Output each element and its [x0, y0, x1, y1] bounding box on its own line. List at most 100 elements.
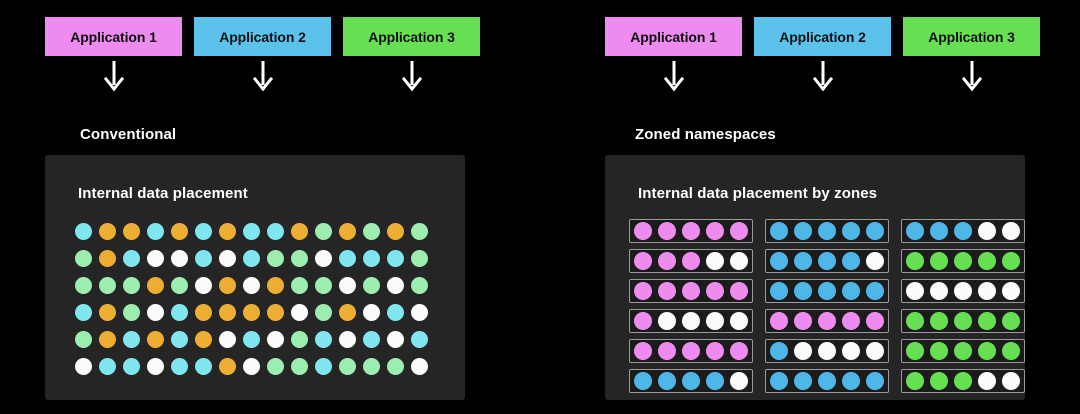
data-dot: [634, 222, 652, 240]
data-dot: [387, 223, 404, 240]
data-dot: [171, 358, 188, 375]
zone-box: [901, 309, 1025, 333]
arrow-cell-1: [605, 60, 742, 92]
data-dot: [267, 223, 284, 240]
zone-row: [629, 249, 1025, 273]
data-dot: [123, 277, 140, 294]
data-dot: [634, 282, 652, 300]
data-dot: [339, 304, 356, 321]
data-dot: [842, 222, 860, 240]
data-dot: [315, 331, 332, 348]
data-dot: [682, 252, 700, 270]
data-dot: [658, 372, 676, 390]
data-dot: [1002, 282, 1020, 300]
data-dot: [634, 342, 652, 360]
zone-box: [629, 339, 753, 363]
data-dot: [658, 312, 676, 330]
data-dot: [243, 250, 260, 267]
data-dot: [658, 252, 676, 270]
data-dot: [906, 282, 924, 300]
data-dot: [363, 358, 380, 375]
data-dot: [171, 304, 188, 321]
conventional-dot-grid: [75, 223, 428, 375]
data-dot: [99, 223, 116, 240]
data-dot: [954, 252, 972, 270]
arrows-conventional: [45, 60, 480, 92]
data-dot: [730, 222, 748, 240]
data-dot: [682, 342, 700, 360]
data-dot: [954, 312, 972, 330]
dot-row: [75, 250, 428, 267]
data-dot: [219, 250, 236, 267]
arrow-cell-3: [343, 60, 480, 92]
data-dot: [195, 358, 212, 375]
data-dot: [906, 312, 924, 330]
data-dot: [243, 358, 260, 375]
data-dot: [123, 304, 140, 321]
zone-box: [901, 219, 1025, 243]
data-dot: [730, 252, 748, 270]
data-dot: [842, 252, 860, 270]
data-dot: [195, 223, 212, 240]
data-dot: [906, 372, 924, 390]
data-dot: [634, 372, 652, 390]
app-box-2: Application 2: [754, 17, 891, 56]
zone-box: [629, 369, 753, 393]
data-dot: [219, 304, 236, 321]
dot-row: [75, 331, 428, 348]
data-dot: [954, 282, 972, 300]
data-dot: [866, 372, 884, 390]
data-dot: [706, 312, 724, 330]
data-dot: [1002, 222, 1020, 240]
data-dot: [75, 331, 92, 348]
zone-box: [765, 309, 889, 333]
data-dot: [219, 358, 236, 375]
data-dot: [219, 223, 236, 240]
data-dot: [794, 282, 812, 300]
data-dot: [243, 304, 260, 321]
data-dot: [291, 331, 308, 348]
data-dot: [243, 331, 260, 348]
data-dot: [1002, 372, 1020, 390]
arrow-cell-2: [194, 60, 331, 92]
data-dot: [818, 222, 836, 240]
data-dot: [930, 372, 948, 390]
zone-box: [629, 219, 753, 243]
data-dot: [411, 331, 428, 348]
data-dot: [75, 277, 92, 294]
data-dot: [123, 331, 140, 348]
data-dot: [291, 358, 308, 375]
data-dot: [243, 223, 260, 240]
app-box-3-label: Application 3: [368, 28, 455, 45]
data-dot: [842, 312, 860, 330]
data-dot: [147, 304, 164, 321]
data-dot: [267, 358, 284, 375]
data-dot: [930, 312, 948, 330]
data-dot: [387, 250, 404, 267]
data-dot: [978, 372, 996, 390]
data-dot: [339, 250, 356, 267]
data-dot: [818, 282, 836, 300]
data-dot: [387, 277, 404, 294]
zone-box: [901, 369, 1025, 393]
data-dot: [147, 223, 164, 240]
panel-zoned-namespaces: Application 1 Application 2 Application …: [540, 0, 1080, 414]
data-dot: [794, 252, 812, 270]
data-dot: [411, 358, 428, 375]
application-boxes-zoned: Application 1 Application 2 Application …: [605, 17, 1040, 56]
app-box-1-label: Application 1: [70, 28, 157, 45]
zone-row: [629, 279, 1025, 303]
data-dot: [363, 331, 380, 348]
dot-row: [75, 358, 428, 375]
data-dot: [99, 250, 116, 267]
data-dot: [978, 282, 996, 300]
data-dot: [770, 372, 788, 390]
data-dot: [770, 222, 788, 240]
data-dot: [195, 304, 212, 321]
arrow-cell-2: [754, 60, 891, 92]
data-dot: [171, 223, 188, 240]
data-dot: [954, 372, 972, 390]
data-dot: [75, 250, 92, 267]
data-dot: [315, 277, 332, 294]
data-dot: [339, 331, 356, 348]
